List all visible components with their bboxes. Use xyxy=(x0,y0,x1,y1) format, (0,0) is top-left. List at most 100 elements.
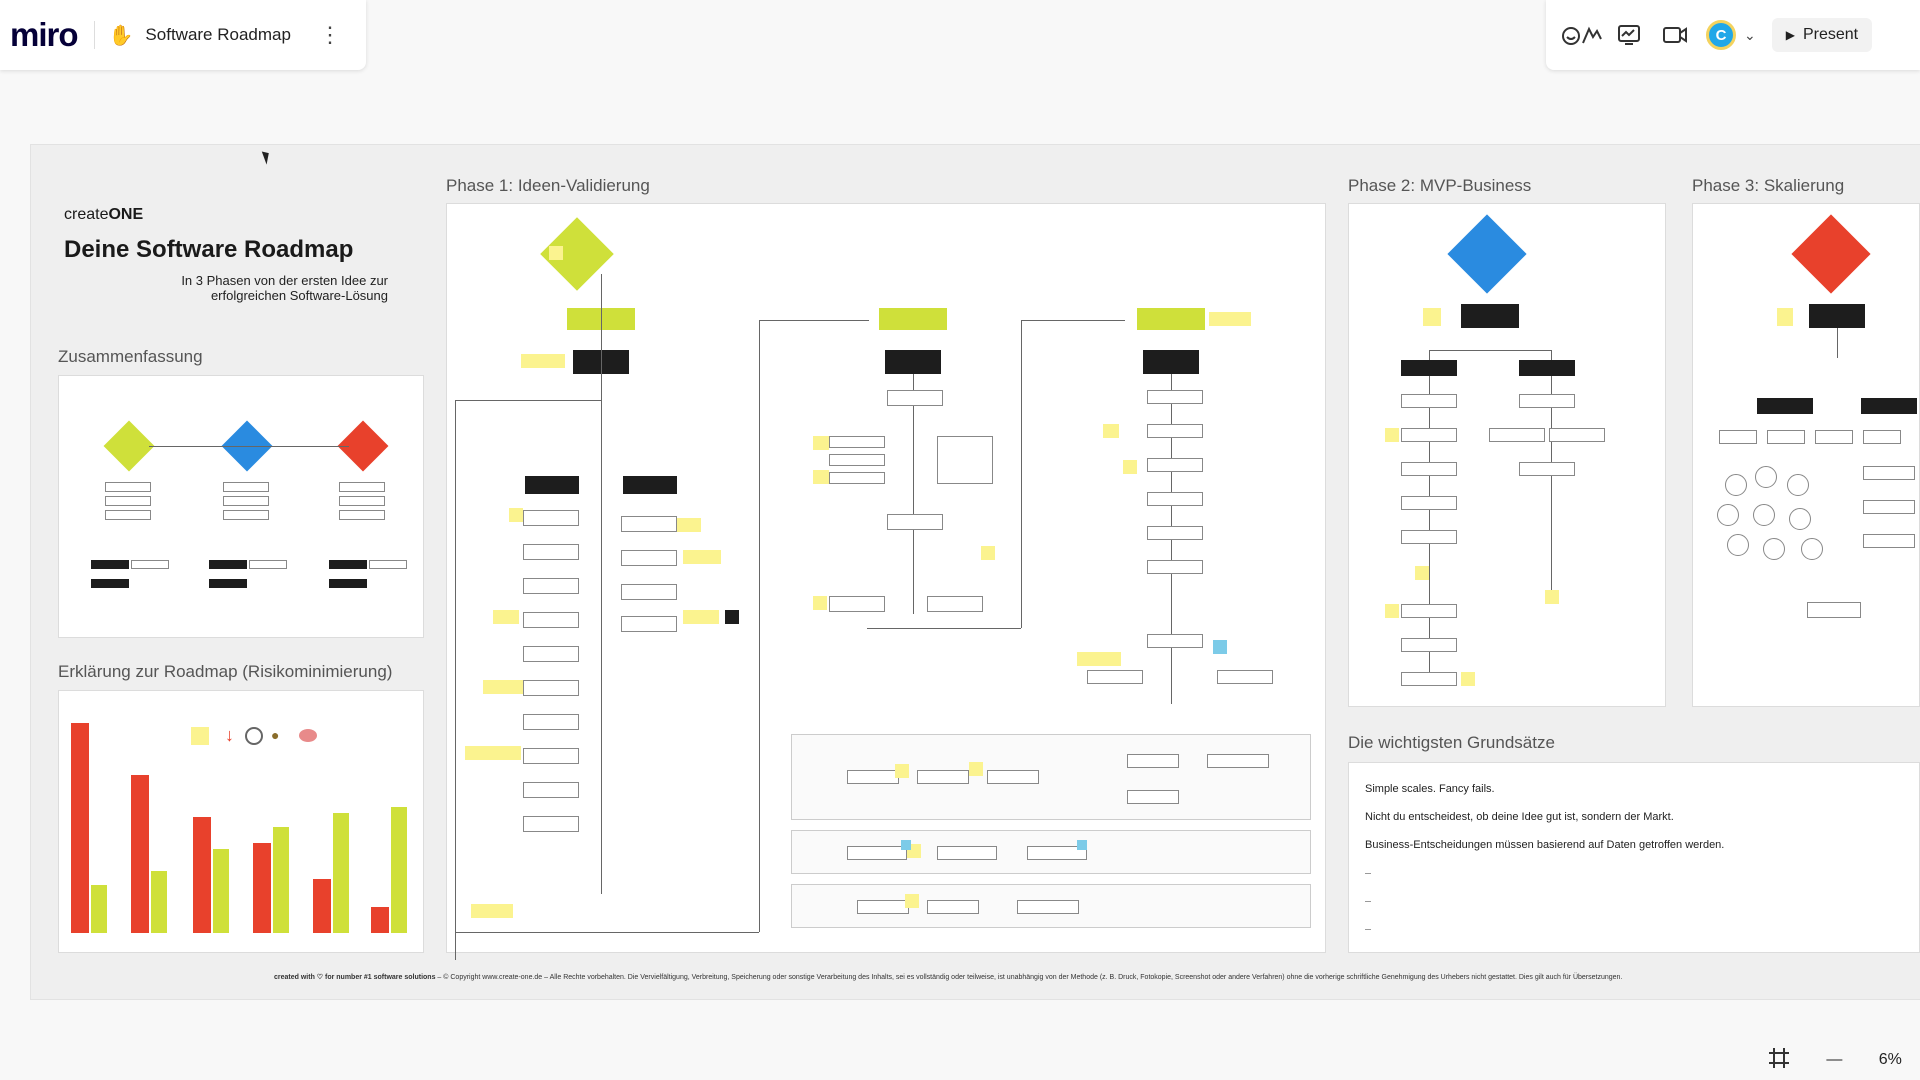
process-box xyxy=(829,454,885,466)
money-bag-icon: ● xyxy=(271,727,280,743)
process-box xyxy=(1401,462,1457,476)
arrow-down-icon: ↓ xyxy=(225,725,234,745)
connector xyxy=(1429,350,1551,351)
summary-box xyxy=(339,510,385,520)
sticky-note xyxy=(677,518,701,532)
zoom-level[interactable]: 6% xyxy=(1878,1051,1902,1068)
process-box xyxy=(523,816,579,832)
summary-black-box xyxy=(91,560,129,569)
summary-frame[interactable] xyxy=(58,375,424,638)
process-box xyxy=(1519,394,1575,408)
risk-frame[interactable]: ↓ ● xyxy=(58,690,424,953)
connector xyxy=(455,932,759,933)
process-box xyxy=(523,544,579,560)
black-box xyxy=(1519,360,1575,376)
circle-node xyxy=(1801,538,1823,560)
process-box xyxy=(1147,634,1203,648)
circle-node xyxy=(1753,504,1775,526)
summary-box xyxy=(369,560,407,569)
blue-sticky-note xyxy=(901,840,911,850)
present-button[interactable]: ▶ Present xyxy=(1771,18,1873,52)
process-box xyxy=(1217,670,1273,684)
zoom-out-button[interactable]: — xyxy=(1826,1051,1843,1068)
phase3-title: Phase 3: Skalierung xyxy=(1692,176,1845,195)
circle-node xyxy=(1725,474,1747,496)
process-box xyxy=(1147,424,1203,438)
black-box xyxy=(1757,398,1813,414)
video-call-icon[interactable] xyxy=(1652,15,1698,55)
sticky-note xyxy=(471,904,513,918)
brain-icon xyxy=(299,729,317,742)
black-box xyxy=(1143,350,1199,374)
sticky-note xyxy=(969,762,983,776)
process-box xyxy=(1863,500,1915,514)
summary-box xyxy=(105,496,151,506)
sticky-note xyxy=(1103,424,1119,438)
sticky-note xyxy=(813,596,827,610)
risk-bar xyxy=(71,723,89,933)
fit-to-screen-icon[interactable] xyxy=(1768,1047,1790,1074)
clock-icon xyxy=(245,727,263,745)
process-box xyxy=(523,748,579,764)
black-box xyxy=(1401,360,1457,376)
black-box xyxy=(885,350,941,374)
sticky-note xyxy=(1777,308,1793,326)
process-box xyxy=(927,900,979,914)
summary-box xyxy=(223,482,269,492)
sticky-note xyxy=(1423,308,1441,326)
collaboration-toolbar: C ⌄ ▶ Present xyxy=(1546,0,1920,70)
connector xyxy=(759,320,869,321)
summary-box xyxy=(339,496,385,506)
principles-frame[interactable]: Simple scales. Fancy fails. Nicht du ent… xyxy=(1348,762,1920,953)
process-box xyxy=(1147,560,1203,574)
process-box xyxy=(1719,430,1757,444)
phase1-frame[interactable] xyxy=(446,203,1326,960)
connector xyxy=(1021,320,1022,628)
reward-bar xyxy=(333,813,349,933)
phase2-frame[interactable] xyxy=(1348,203,1666,707)
process-box xyxy=(829,436,885,448)
blue-sticky-note xyxy=(1213,640,1227,654)
process-box xyxy=(847,770,899,784)
phase3-frame[interactable] xyxy=(1692,203,1920,707)
black-box xyxy=(1809,304,1865,328)
process-box xyxy=(1549,428,1605,442)
risk-title: Erklärung zur Roadmap (Risikominimierung… xyxy=(58,662,393,681)
circle-node xyxy=(1717,504,1739,526)
connector xyxy=(913,374,914,614)
process-box xyxy=(523,510,579,526)
hand-icon: ✋ xyxy=(108,24,134,47)
process-box xyxy=(523,782,579,798)
process-box xyxy=(829,596,885,612)
board-name[interactable]: Software Roadmap xyxy=(145,25,291,44)
sticky-note xyxy=(813,436,829,450)
miro-logo[interactable]: miro xyxy=(10,16,79,53)
sticky-note xyxy=(493,610,519,624)
process-box xyxy=(621,516,677,532)
process-box xyxy=(621,550,677,566)
circle-node xyxy=(1755,466,1777,488)
connector xyxy=(1429,350,1430,680)
sticky-note xyxy=(509,508,523,522)
summary-black-box xyxy=(329,560,367,569)
play-icon: ▶ xyxy=(1785,28,1795,42)
reactions-icon[interactable] xyxy=(1560,15,1606,55)
user-avatar[interactable]: C xyxy=(1706,20,1736,50)
process-box xyxy=(1863,534,1915,548)
risk-bar xyxy=(371,907,389,933)
more-options-icon[interactable]: ⋮ xyxy=(318,22,341,47)
process-box xyxy=(1815,430,1853,444)
summary-box xyxy=(339,482,385,492)
process-box xyxy=(1863,466,1915,480)
process-box xyxy=(1519,462,1575,476)
empty-bullet xyxy=(1365,873,1371,874)
chevron-down-icon[interactable]: ⌄ xyxy=(1744,26,1756,43)
sticky-note xyxy=(1545,590,1559,604)
black-box xyxy=(1461,304,1519,328)
black-box xyxy=(623,476,677,494)
phase2-title: Phase 2: MVP-Business xyxy=(1348,176,1532,195)
summary-black-box xyxy=(91,579,129,588)
activity-chart-icon[interactable] xyxy=(1606,15,1652,55)
process-box xyxy=(1401,496,1457,510)
connector xyxy=(1021,320,1125,321)
